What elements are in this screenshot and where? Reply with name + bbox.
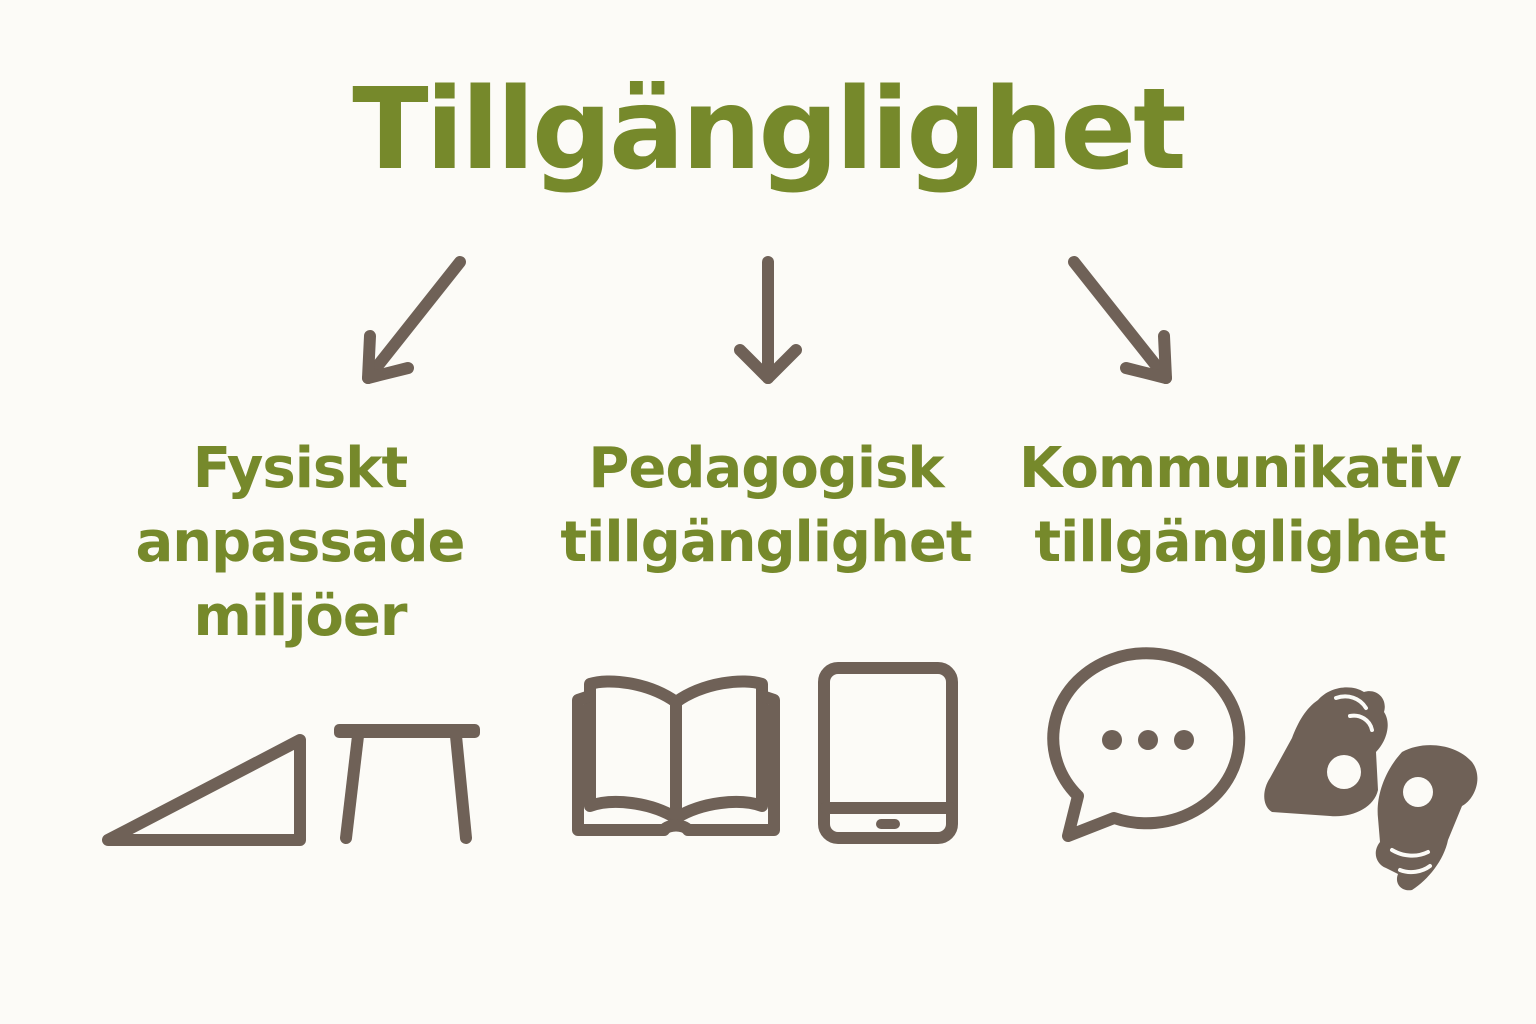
branch-label-line: tillgänglighet <box>560 510 972 575</box>
ramp-icon <box>102 734 306 846</box>
table-icon <box>334 724 480 844</box>
arrow-down-icon <box>734 256 802 384</box>
branch-label-line: Kommunikativ <box>1018 436 1462 501</box>
arrow-left-icon <box>362 256 466 384</box>
branch-label-line: Pedagogisk <box>588 436 944 501</box>
sign-language-icon <box>1264 687 1478 891</box>
speech-bubble-icon <box>1047 647 1246 842</box>
tablet-icon <box>818 662 958 844</box>
branch-label-line: miljöer <box>193 584 407 649</box>
arrow-right-icon <box>1068 256 1172 384</box>
branch-label-pedagogical: Pedagogisk tillgänglighet <box>546 432 986 580</box>
book-icon <box>572 675 780 836</box>
branch-label-line: Fysiskt <box>192 436 409 501</box>
branch-label-physical: Fysiskt anpassade miljöer <box>100 432 500 654</box>
branch-label-line: tillgänglighet <box>1034 510 1446 575</box>
branch-label-communicative: Kommunikativ tillgänglighet <box>990 432 1490 580</box>
branch-label-line: anpassade <box>135 510 465 575</box>
diagram-title: Tillgänglighet <box>352 65 1186 195</box>
